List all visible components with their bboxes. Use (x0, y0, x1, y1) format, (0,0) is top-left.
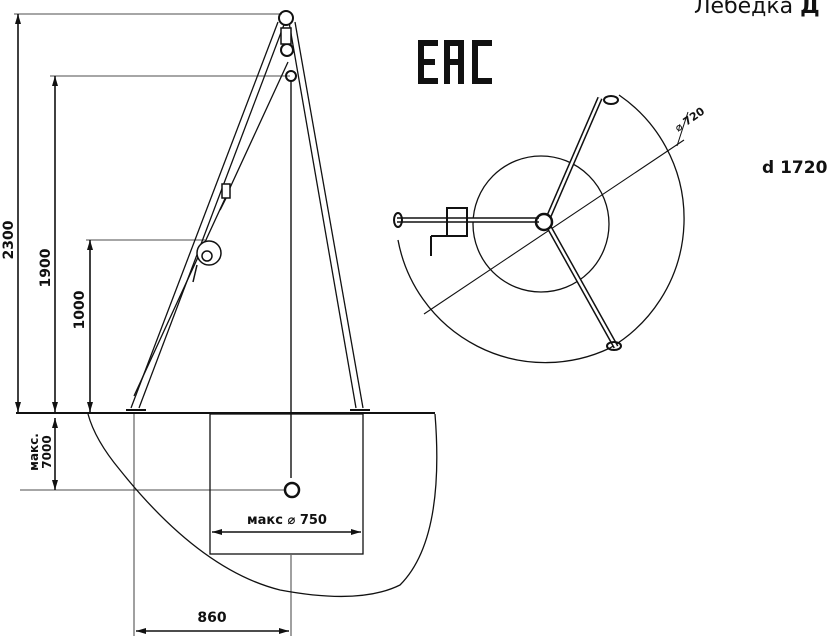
dimension-arrows (15, 14, 93, 490)
foot-bottom (606, 341, 622, 351)
foot-left (393, 212, 403, 228)
well-opening (209, 413, 364, 555)
eac-mark (418, 40, 492, 84)
hub-icon (534, 212, 554, 232)
tripod-head (278, 10, 297, 82)
title-prefix: Лебедка (694, 0, 794, 19)
dia-720-leader (676, 111, 689, 147)
width-arrow-right (279, 628, 289, 634)
plan-winch (446, 207, 468, 237)
diameter-label: d 1720 (762, 158, 828, 178)
width-860-label: 860 (197, 610, 226, 626)
depth-label-line2: 7000 (40, 435, 54, 468)
foot-top (603, 95, 619, 105)
winch-icon (192, 183, 231, 283)
title-label: Лебедка Д (694, 0, 820, 19)
hook-icon (283, 481, 301, 499)
tripod-legs (130, 21, 364, 409)
diameter-line (423, 139, 685, 315)
height-2300-label: 2300 (1, 220, 17, 259)
dia-720-label: ⌀ 720 (672, 104, 707, 134)
opening-arrow-left (212, 529, 222, 535)
inner-circle (472, 155, 610, 293)
height-1000-label: 1000 (72, 290, 88, 329)
height-dimensions (14, 13, 290, 491)
title-bold: Д (800, 0, 820, 19)
opening-arrow-right (351, 529, 361, 535)
plan-view (393, 94, 689, 364)
height-1900-label: 1900 (38, 248, 54, 287)
width-arrow-left (136, 628, 146, 634)
pit-outline (87, 413, 438, 598)
opening-label: макс ⌀ 750 (247, 513, 327, 528)
depth-label-line1: макс. (27, 433, 41, 471)
